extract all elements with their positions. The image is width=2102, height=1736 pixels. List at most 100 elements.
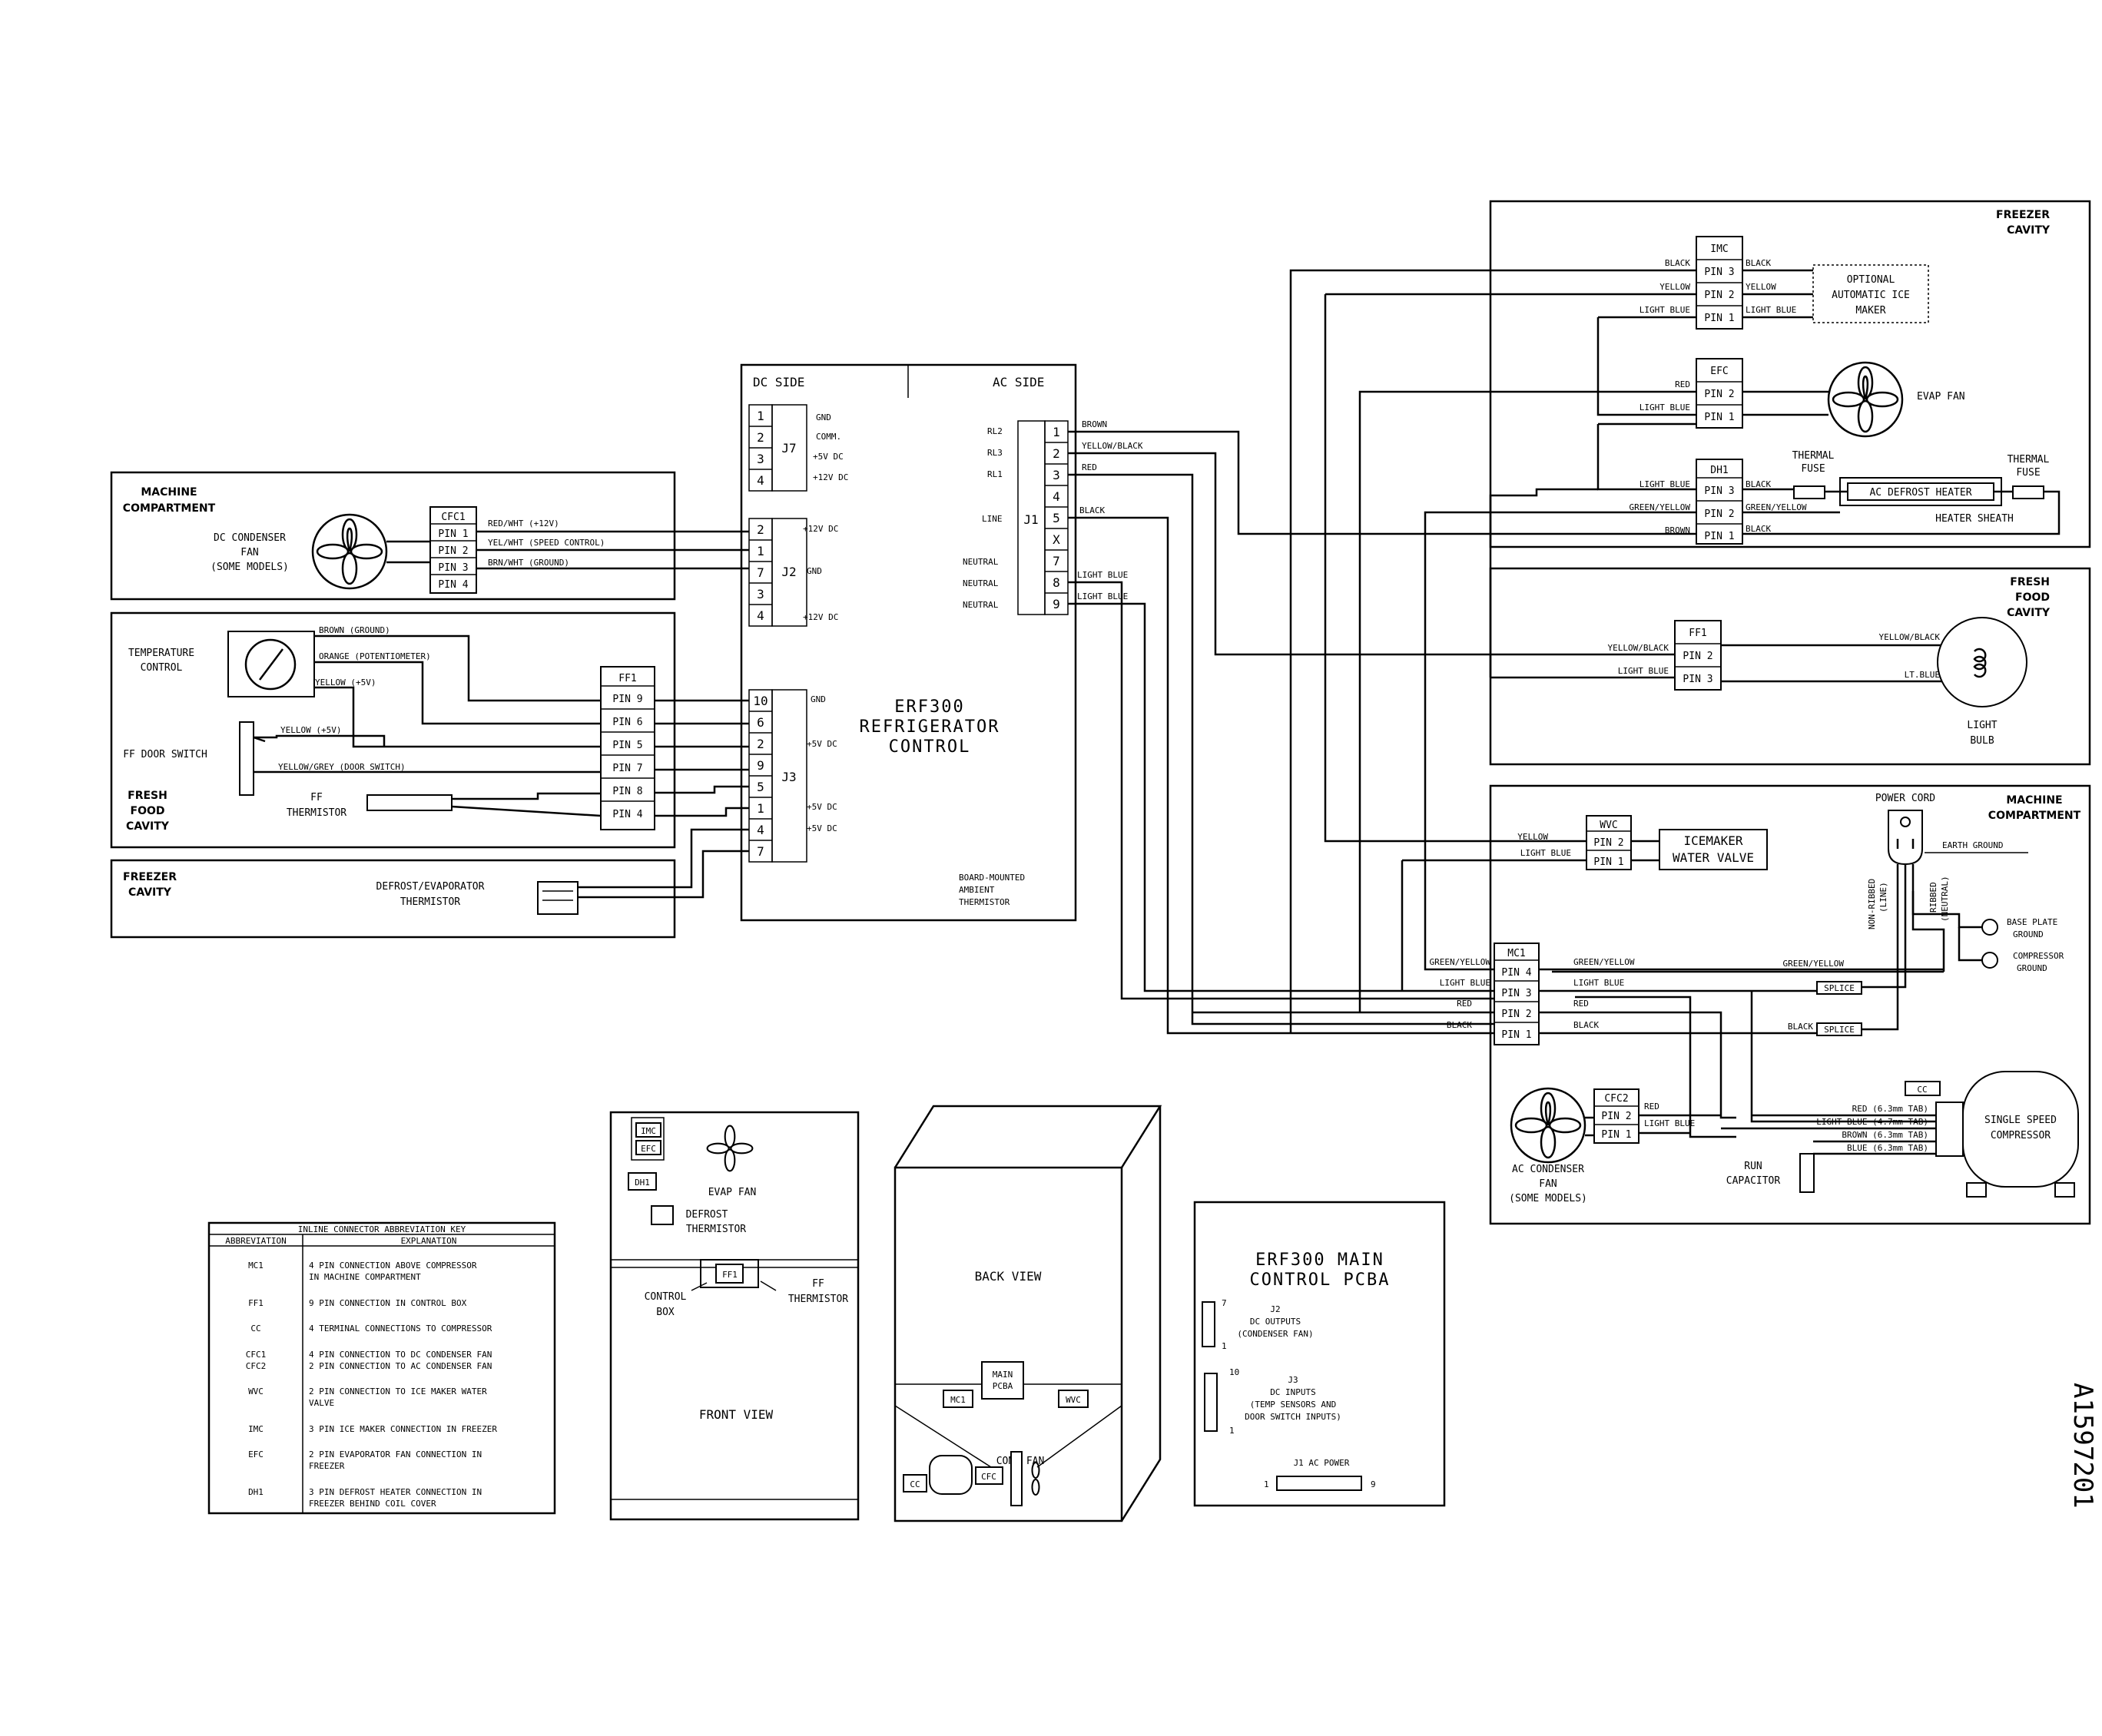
pcba-j3-4: DOOR SWITCH INPUTS) — [1245, 1412, 1341, 1422]
mc1-right-wire: GREEN/YELLOW — [1573, 957, 1635, 967]
j1-pin: 1 — [1053, 425, 1060, 439]
pcba-j2-1: J2 — [1270, 1304, 1280, 1314]
green-yellow-label: GREEN/YELLOW — [1783, 959, 1845, 969]
ff-door-switch-label: FF DOOR SWITCH — [123, 749, 207, 760]
cfc1-pin: PIN 4 — [438, 579, 468, 591]
pcba-title-2: CONTROL PCBA — [1250, 1271, 1391, 1290]
comp-ground-label-1: COMPRESSOR — [2013, 951, 2064, 961]
dc-condenser-fan-icon — [311, 513, 388, 590]
j3-label: +5V DC — [807, 739, 837, 749]
front-evap-fan-icon — [706, 1125, 754, 1172]
light-bulb-label-2: BULB — [1970, 735, 1994, 747]
front-view: IMC EFC DH1 EVAP FAN DEFROST THERMISTOR … — [609, 1111, 860, 1521]
back-mc1: MC1 — [950, 1395, 966, 1405]
base-plate-label-2: GROUND — [2013, 929, 2044, 939]
imc-right-wire: BLACK — [1746, 258, 1771, 268]
cc-label: CC — [1917, 1085, 1927, 1095]
non-ribbed-label-2: (LINE) — [1878, 882, 1888, 913]
imc-left-wire: BLACK — [1665, 258, 1690, 268]
control-title-3: CONTROL — [889, 737, 971, 757]
ff-thermistor-icon — [366, 794, 453, 811]
j1-pin: 5 — [1053, 511, 1060, 525]
diagram-id: A1597201 — [2067, 1383, 2098, 1509]
main-control-pcba: ERF300 MAIN CONTROL PCBA 7 1 J2 DC OUTPU… — [1193, 1201, 1446, 1507]
key-abbr: EFC — [248, 1449, 264, 1459]
j3-pin: 10 — [753, 694, 768, 708]
freezer-label-2: CAVITY — [128, 886, 172, 899]
efc-pin: PIN 2 — [1704, 389, 1734, 400]
right-fresh-food-cavity: FRESH FOOD CAVITY FF1 PIN 2 PIN 3 YELLOW… — [1489, 567, 2091, 766]
pcba-j1: J1 AC POWER — [1294, 1458, 1350, 1468]
efc-name: EFC — [1710, 366, 1728, 377]
fresh-food-label-3: CAVITY — [126, 820, 170, 833]
j3-label: GND — [811, 694, 826, 704]
run-capacitor-icon — [1799, 1153, 1815, 1193]
j2-pin: 1 — [757, 544, 764, 558]
wvc-name: WVC — [1600, 820, 1617, 831]
j1-label: NEUTRAL — [963, 557, 999, 567]
left-wires — [476, 530, 749, 899]
control-title-2: REFRIGERATOR — [860, 717, 1000, 737]
thermal-fuse-label-3: THERMAL — [2008, 454, 2050, 465]
cfc2-connector — [1593, 1088, 1639, 1144]
j3-pin: 7 — [757, 844, 764, 859]
front-defrost-therm-icon — [651, 1205, 674, 1225]
cfc1-name: CFC1 — [441, 512, 465, 523]
dh1-pin: PIN 1 — [1704, 531, 1734, 542]
imc-name: IMC — [1710, 244, 1728, 255]
dh1-right-wire: BLACK — [1746, 524, 1771, 534]
compressor-label-2: COMPRESSOR — [1991, 1130, 2051, 1141]
key-expl: IN MACHINE COMPARTMENT — [309, 1272, 421, 1282]
mc1-pin: PIN 3 — [1501, 988, 1531, 999]
back-main-pcba-2: PCBA — [993, 1381, 1013, 1391]
fresh-ff1-pin: PIN 3 — [1683, 674, 1712, 685]
key-expl: 3 PIN ICE MAKER CONNECTION IN FREEZER — [309, 1424, 497, 1434]
front-control-box-1: CONTROL — [645, 1291, 687, 1303]
dh1-name: DH1 — [1710, 465, 1728, 476]
j7-label: +5V DC — [813, 452, 844, 462]
cfc2-pin: PIN 2 — [1601, 1111, 1631, 1122]
key-col2: EXPLANATION — [401, 1236, 457, 1246]
key-abbr: DH1 — [248, 1487, 264, 1497]
j1-pin: 4 — [1053, 489, 1060, 504]
ff1-pin: PIN 5 — [612, 740, 642, 751]
dh1-pin: PIN 2 — [1704, 509, 1734, 520]
j2-name: J2 — [781, 565, 796, 579]
fresh-ff1-right-wire: YELLOW/BLACK — [1879, 632, 1941, 642]
back-view-label: BACK VIEW — [975, 1269, 1042, 1284]
freezer-title-2: CAVITY — [2007, 224, 2051, 237]
key-abbr: CC — [250, 1324, 260, 1333]
run-capacitor-label-1: RUN — [1744, 1161, 1762, 1172]
splice-label: SPLICE — [1824, 983, 1855, 993]
ice-maker-label-1: OPTIONAL — [1847, 274, 1895, 286]
pcba-n7: 7 — [1222, 1298, 1227, 1308]
front-ff-therm-1: FF — [812, 1278, 824, 1290]
cc-wire: BLUE (6.3mm TAB) — [1847, 1143, 1928, 1153]
compressor-label-1: SINGLE SPEED — [1984, 1115, 2057, 1126]
single-speed-compressor — [1962, 1071, 2079, 1188]
mc1-name: MC1 — [1507, 948, 1525, 959]
j1-pin: 7 — [1053, 554, 1060, 568]
pcba-n1a: 1 — [1222, 1341, 1227, 1351]
heater-sheath-label: HEATER SHEATH — [1935, 513, 2014, 525]
dh1-pin: PIN 3 — [1704, 485, 1734, 497]
machine-comp-title-1: MACHINE — [141, 486, 197, 499]
pcba-n1b: 1 — [1229, 1426, 1235, 1436]
efc-connector — [1696, 358, 1743, 429]
j1-pin: 2 — [1053, 446, 1060, 461]
thermal-fuse-label-1: THERMAL — [1792, 450, 1835, 462]
comp-ground-label-2: GROUND — [2017, 963, 2047, 973]
compressor-ground-icon — [1981, 952, 1998, 969]
cfc2-name: CFC2 — [1604, 1093, 1628, 1105]
machine-comp-title-2: COMPARTMENT — [123, 502, 216, 515]
back-cfc: CFC — [981, 1472, 996, 1482]
ff1-pin: PIN 9 — [612, 694, 642, 705]
j7-pin: 1 — [757, 409, 764, 423]
j1-wire-label: BLACK — [1079, 505, 1105, 515]
ac-defrost-heater-label: AC DEFROST HEATER — [1869, 487, 1971, 499]
cfc1-wire: BRN/WHT (GROUND) — [488, 558, 569, 568]
dc-side-label: DC SIDE — [753, 375, 804, 389]
machine-title-1: MACHINE — [2006, 794, 2062, 807]
key-title: INLINE CONNECTOR ABBREVIATION KEY — [298, 1224, 466, 1234]
fresh-food-label-1: FRESH — [128, 790, 167, 802]
